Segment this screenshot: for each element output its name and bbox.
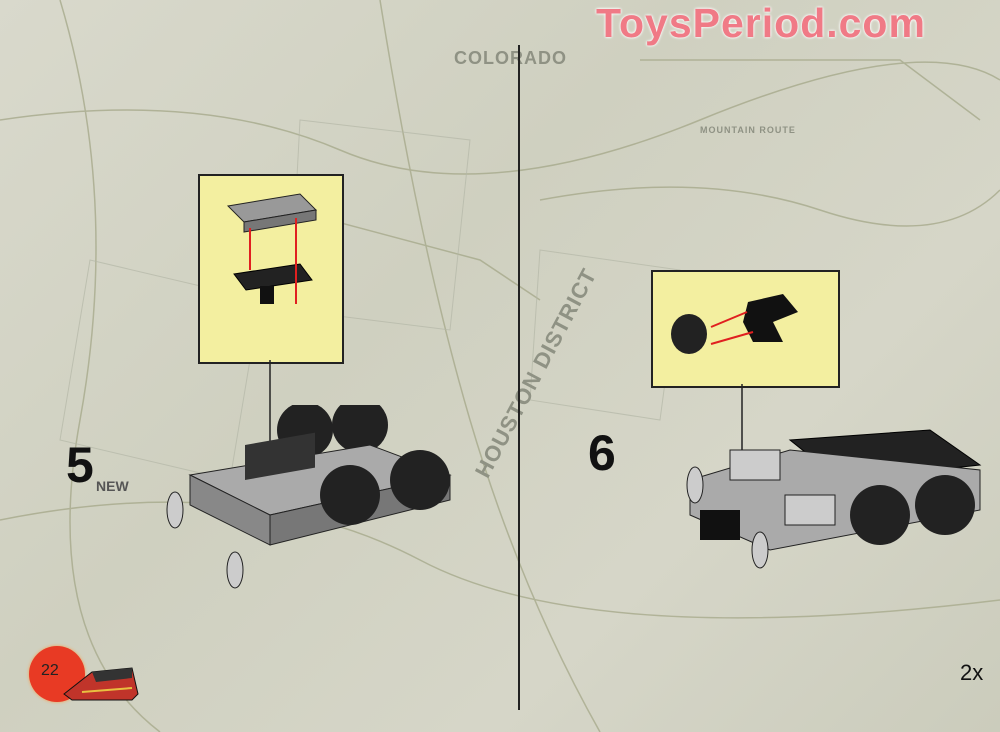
map-label-route: MOUNTAIN ROUTE [700,125,796,135]
step5-pointer-line [269,360,271,455]
step-new-tag: NEW [96,478,129,494]
step-number: 6 [588,425,616,481]
page-number: 22 [41,662,59,679]
map-label-state: COLORADO [454,48,567,68]
step5-parts-diagram [226,193,318,304]
page-divider [518,45,520,710]
step5-callout [198,174,344,364]
watermark: ToysPeriod.com [596,0,926,46]
quantity-label: 2x [960,660,984,685]
step6-bogie-model [686,429,982,569]
step6-parts-diagram [671,294,798,354]
train-icon [63,667,139,701]
step5-bogie-model [166,405,452,589]
step-number: 5 [66,437,94,493]
step6-callout [651,270,840,388]
